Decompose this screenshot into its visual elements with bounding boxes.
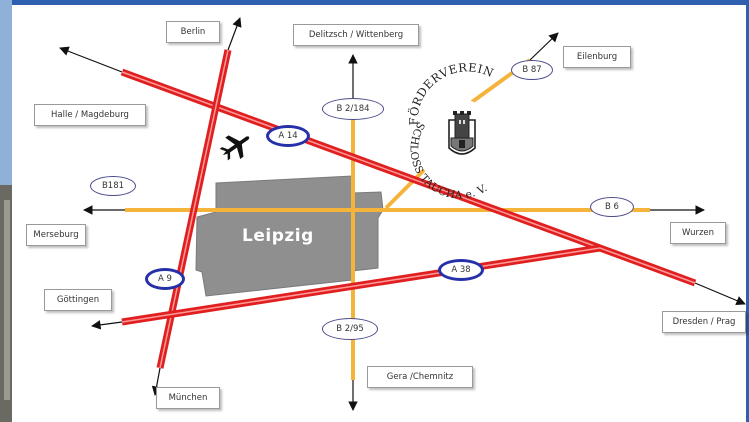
road-badge-a9: A 9	[145, 268, 185, 290]
destination-muenchen: München	[156, 387, 220, 409]
destination-gera: Gera /Chemnitz	[367, 366, 473, 388]
road-badge-b181: B181	[90, 176, 136, 196]
road-badge-b2-184: B 2/184	[322, 98, 384, 120]
destination-merseburg: Merseburg	[26, 224, 86, 246]
road-badge-a14: A 14	[266, 125, 310, 147]
destination-goettingen: Göttingen	[44, 289, 112, 311]
frame-left-photo-shade	[4, 200, 10, 400]
road-taucha-link	[384, 168, 426, 210]
arrow-dresden	[694, 282, 746, 306]
arrow-eilenburg	[529, 32, 559, 61]
destination-dresden: Dresden / Prag	[662, 311, 746, 333]
taucha-logo: FÖRDERVEREIN SCHLOSS TAUCHA e. V.	[407, 60, 496, 201]
destination-halle: Halle / Magdeburg	[34, 104, 146, 126]
frame-right-bar	[746, 0, 749, 422]
motorways	[120, 49, 697, 369]
destination-eilenburg: Eilenburg	[563, 46, 631, 68]
road-badge-b6: B 6	[590, 197, 634, 217]
frame-top-bar	[0, 0, 749, 5]
destination-delitzsch: Delitzsch / Wittenberg	[293, 24, 419, 46]
arrow-berlin	[227, 17, 242, 51]
frame-left-bar	[0, 0, 12, 185]
destination-wurzen: Wurzen	[670, 222, 726, 244]
airplane-icon	[219, 135, 250, 161]
road-badge-b87: B 87	[511, 60, 553, 80]
road-badge-b2-95: B 2/95	[322, 318, 378, 340]
arrow-goettingen	[91, 320, 123, 330]
arrow-muenchen	[151, 367, 162, 396]
federal-roads	[125, 58, 650, 380]
city-name-leipzig: Leipzig	[242, 226, 314, 246]
destination-berlin: Berlin	[166, 21, 220, 43]
arrow-halle	[59, 46, 123, 73]
direction-arrows	[59, 17, 746, 411]
castle-seal-icon	[448, 111, 476, 155]
road-badge-a38: A 38	[438, 259, 484, 281]
